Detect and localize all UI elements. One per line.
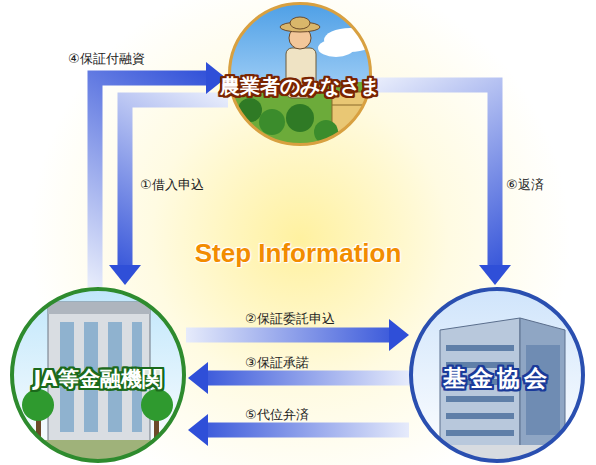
building-roof — [48, 302, 150, 314]
arrow-head — [109, 265, 141, 285]
arrow-shaft — [208, 371, 409, 386]
arrow-shaft — [208, 423, 409, 438]
plant — [238, 98, 262, 122]
arrow-head — [188, 414, 208, 446]
arrow-head — [389, 319, 409, 351]
step-label: ②保証委託申込 — [245, 310, 335, 328]
plant — [286, 104, 314, 132]
window-row — [446, 345, 514, 351]
diagram-title: Step Information — [0, 238, 596, 269]
step-label: ⑥返済 — [506, 176, 544, 194]
plant — [259, 109, 285, 135]
node-label: 農業者のみなさま — [220, 73, 380, 100]
bank-illustration — [10, 287, 186, 465]
step-label: ③保証承諾 — [245, 354, 309, 372]
window-row — [446, 396, 514, 402]
cloud — [318, 39, 354, 57]
building-side — [440, 318, 520, 465]
fund-illustration — [409, 287, 585, 465]
step-label: ①借入申込 — [140, 176, 204, 194]
tree — [22, 389, 54, 421]
arrow-head — [188, 362, 208, 394]
node-label: JA等金融機関 — [33, 365, 162, 393]
fund-circle: 基金協会 — [409, 287, 585, 463]
arrow-shaft — [186, 328, 389, 343]
arrow-head — [479, 265, 511, 285]
plant — [234, 124, 254, 144]
farmer-hat — [290, 17, 310, 29]
beehive-line — [332, 105, 366, 106]
step-label: ④保証付融資 — [68, 50, 145, 68]
plant — [314, 120, 338, 144]
arrow-shaft — [95, 78, 206, 287]
node-label: 基金協会 — [443, 363, 551, 394]
farmer-circle: 農業者のみなさま — [228, 2, 372, 146]
tree — [141, 389, 173, 421]
step-label: ⑤代位弁済 — [245, 406, 309, 424]
bank-circle: JA等金融機関 — [10, 287, 186, 463]
building-front — [520, 318, 565, 465]
window-row — [446, 430, 514, 436]
window-row — [446, 413, 514, 419]
